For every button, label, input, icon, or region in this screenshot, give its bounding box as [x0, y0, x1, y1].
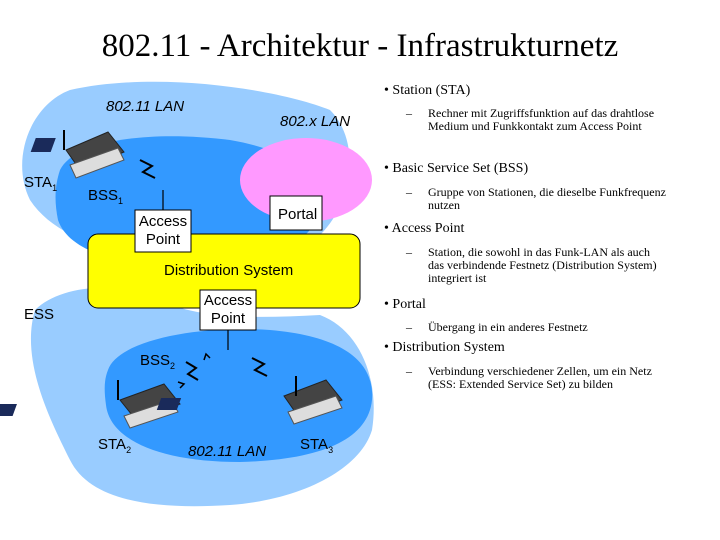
bullet-distribution-system: • Distribution System [384, 340, 505, 355]
dash: – [406, 320, 412, 334]
lanx-label: 802.x LAN [280, 113, 351, 130]
dash: – [406, 185, 412, 199]
radio-link-icon [139, 159, 156, 179]
laptop-sta3-icon [156, 376, 343, 425]
bss1-label: BSS1 [88, 187, 124, 206]
radio-link-icon [251, 357, 268, 377]
access-point-1-label: Access Point [138, 213, 188, 248]
arrow-icon [203, 352, 211, 361]
bullet-bss: • Basic Service Set (BSS) [384, 161, 529, 176]
laptop-sta1-icon [30, 130, 125, 179]
distribution-system-label: Distribution System [164, 262, 294, 279]
bullet-portal: • Portal [384, 297, 426, 312]
dash: – [406, 245, 412, 259]
arrow-icon [177, 381, 186, 389]
portal-box [269, 195, 323, 231]
slide-title: 802.11 - Architektur - Infrastrukturnetz [101, 28, 619, 64]
bullet-portal-text: Übergang in ein anderes Festnetz [428, 320, 588, 334]
bullet-access-point: • Access Point [384, 221, 465, 236]
bullet-access-point-text: Station, die sowohl in das Funk-LAN als … [428, 245, 657, 285]
access-point-1-box [134, 209, 192, 253]
lan1-label: 802.11 LAN [106, 98, 185, 115]
bullet-station: • Station (STA) [384, 83, 471, 98]
bss2-label: BSS2 [140, 352, 176, 371]
sta2-label: STA2 [98, 436, 132, 455]
access-point-2-box [199, 289, 257, 331]
sta3-label: STA3 [300, 436, 334, 455]
portal-label: Portal [278, 206, 318, 223]
dash: – [406, 364, 412, 378]
bss2-cell [104, 329, 373, 462]
bullet-bss-text: Gruppe von Stationen, die dieselbe Funkf… [428, 185, 666, 212]
sta1-label: STA1 [24, 174, 58, 193]
bullet-station-text: Rechner mit Zugriffsfunktion auf das dra… [428, 106, 655, 133]
dash: – [406, 106, 412, 120]
access-point-2-label: Access Point [203, 292, 253, 327]
radio-link-icon [185, 361, 199, 381]
bullet-distribution-system-text: Verbindung verschiedener Zellen, um ein … [428, 364, 652, 391]
lan2-label: 802.11 LAN [188, 443, 267, 460]
ess-label: ESS [24, 306, 55, 323]
